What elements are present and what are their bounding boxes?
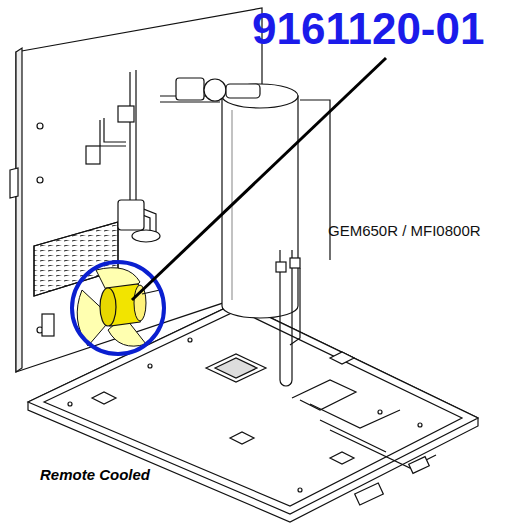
part-number: 9161120-01 [252, 4, 484, 54]
leader-line [132, 58, 386, 300]
valves-and-fittings [42, 78, 429, 505]
fan-motor [77, 268, 160, 346]
refrigerant-piping [100, 70, 436, 468]
receiver-tank [222, 84, 298, 318]
note-label: Remote Cooled [40, 466, 150, 483]
model-label: GEM650R / MFI0800R [328, 222, 481, 239]
highlight-circle [72, 262, 164, 354]
